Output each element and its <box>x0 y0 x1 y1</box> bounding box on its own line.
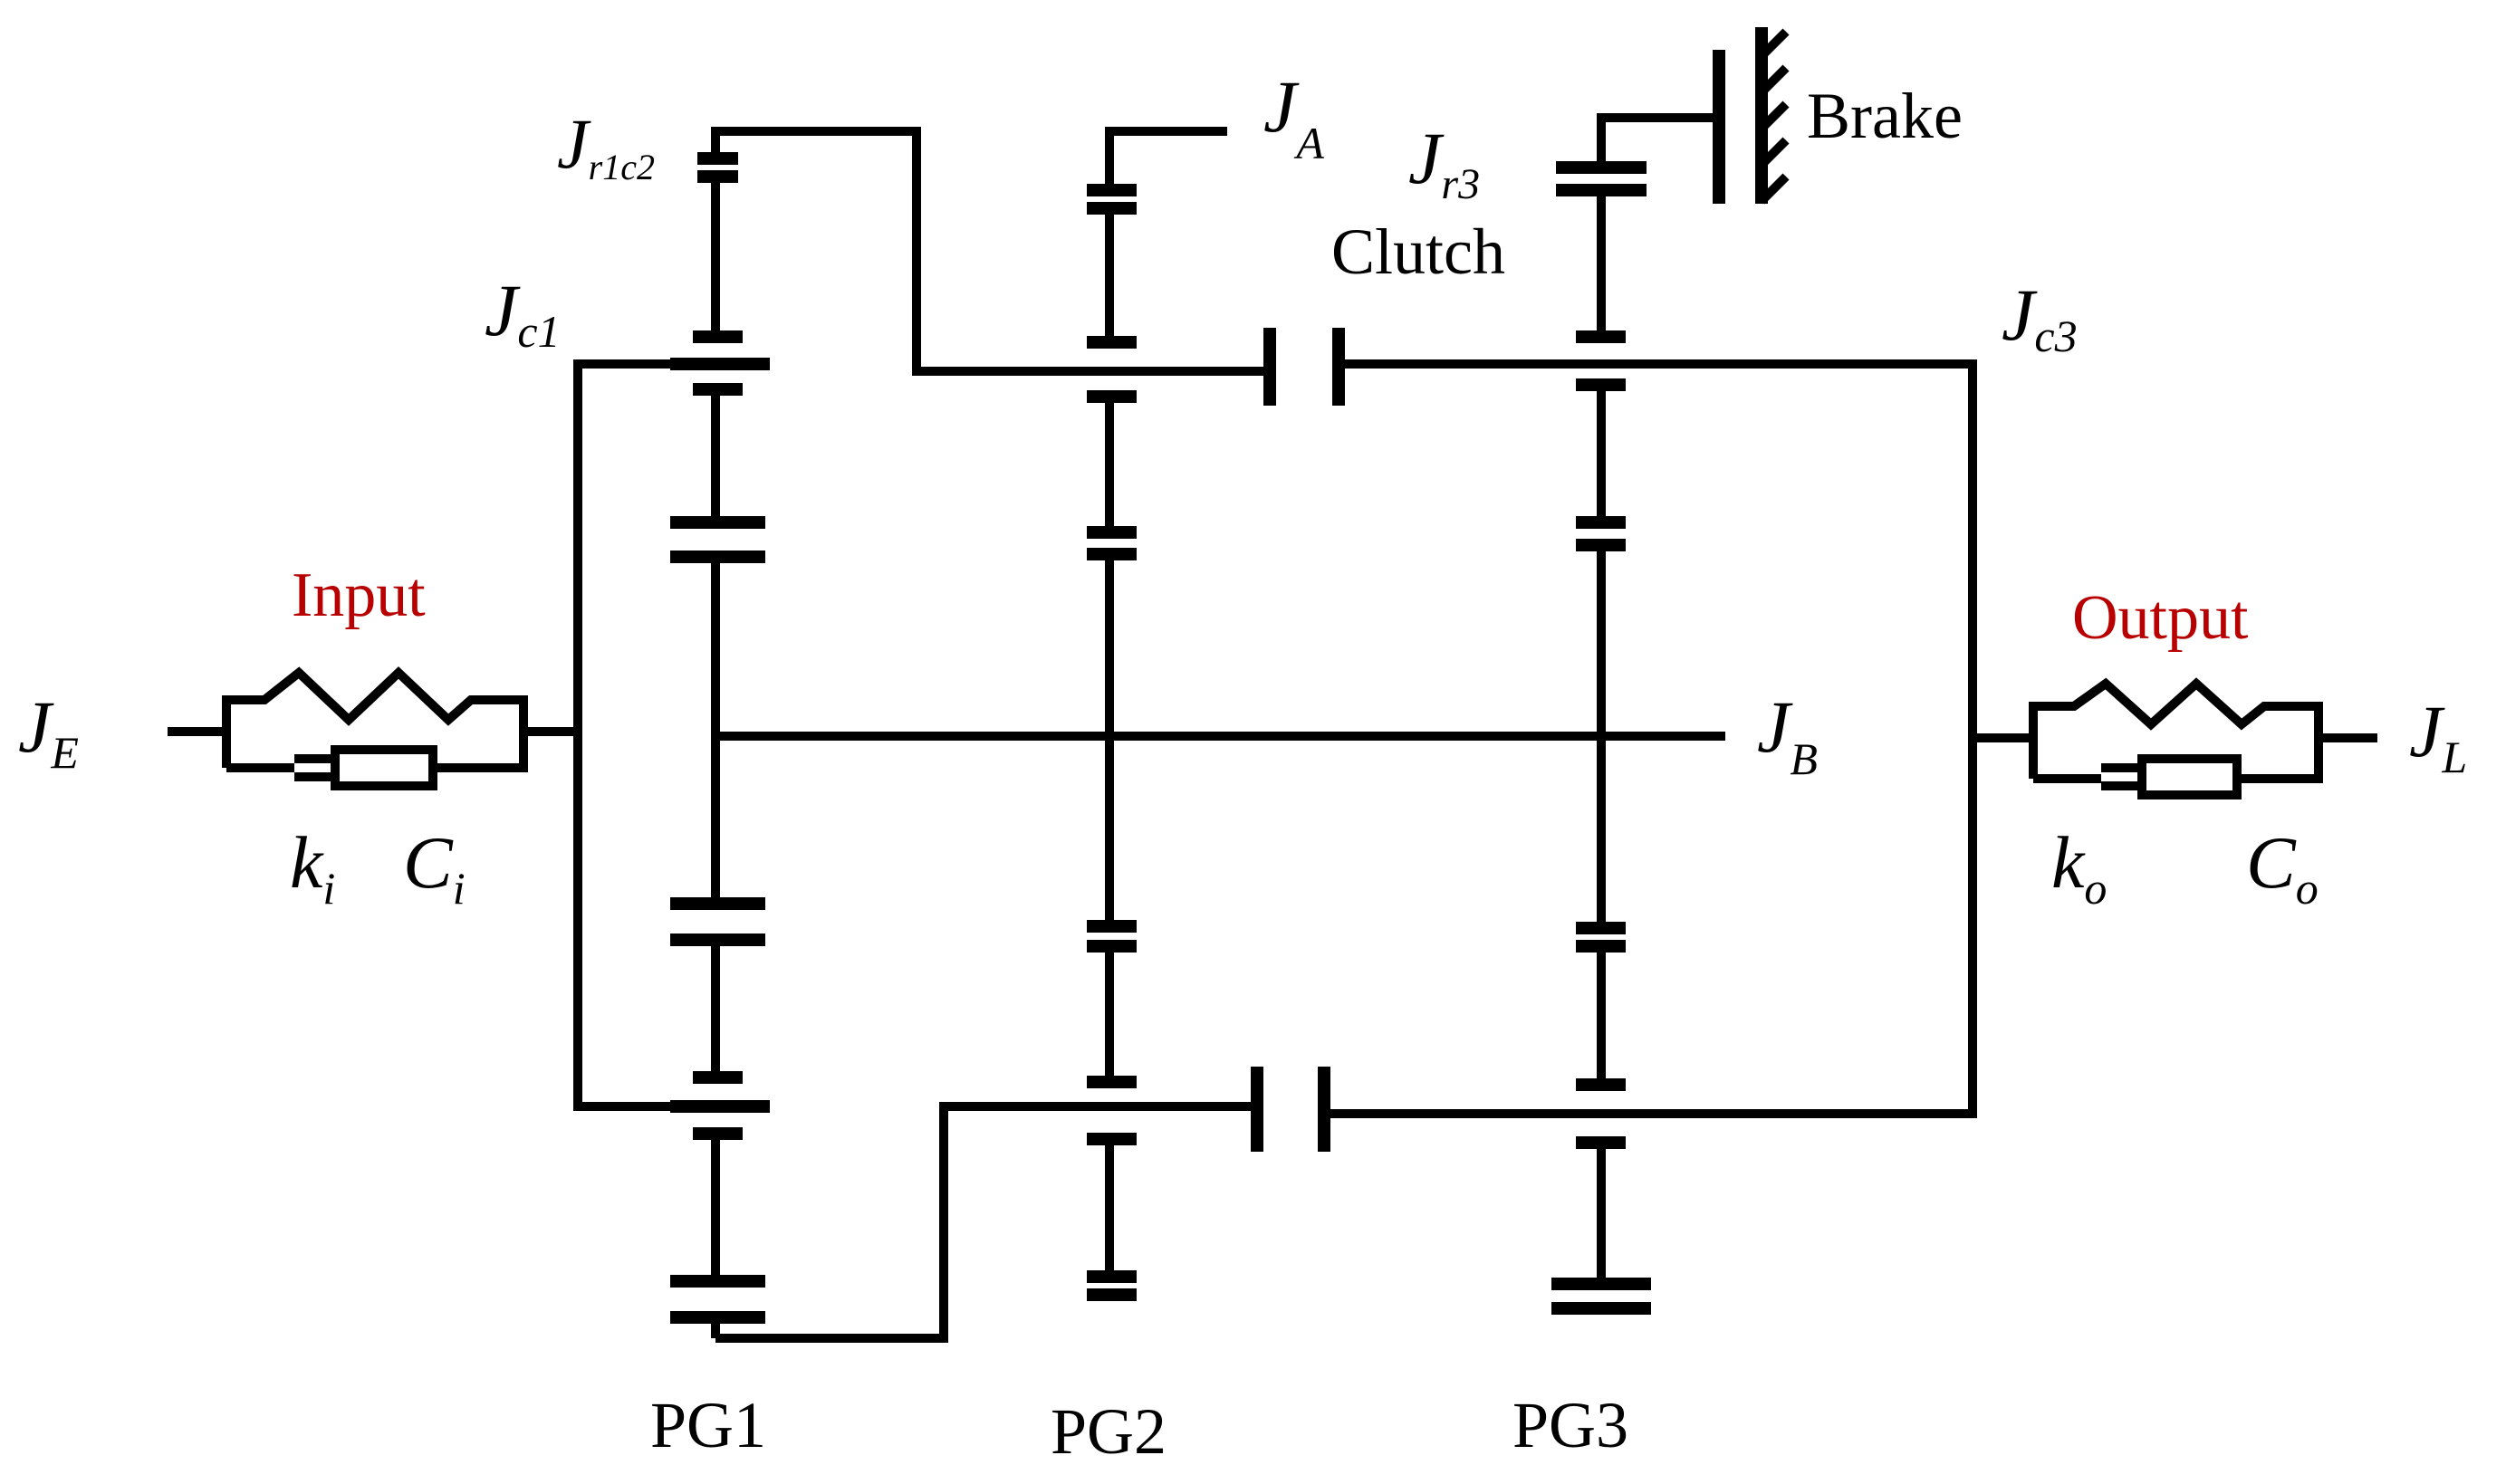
label-j-a: JA <box>1263 65 1324 168</box>
pg2-gear-set <box>1087 127 1227 1301</box>
label-output: Output <box>2072 583 2249 653</box>
label-j-c3: Jc3 <box>2002 273 2078 361</box>
carrier-3-frame <box>1339 359 1977 1118</box>
pg1-pg2-bottom-link <box>715 1102 1109 1343</box>
ring1-carrier2-link <box>711 127 1109 376</box>
label-c-o: Co <box>2246 821 2319 914</box>
output-spring-damper <box>1974 677 2377 799</box>
label-j-c1: Jc1 <box>485 269 561 357</box>
label-j-l: JL <box>2409 690 2467 782</box>
label-j-b: JB <box>1757 685 1818 784</box>
upper-clutch <box>1109 328 1345 406</box>
label-k-i: ki <box>290 821 335 914</box>
pg1-gear-set <box>670 152 770 1338</box>
input-spring-damper <box>168 666 578 790</box>
label-brake: Brake <box>1807 80 1963 152</box>
label-input: Input <box>292 560 426 630</box>
label-j-r1c2: Jr1c2 <box>557 104 655 187</box>
lower-clutch <box>1109 1067 1737 1152</box>
brake <box>1703 27 1790 205</box>
label-pg1: PG1 <box>650 1389 766 1461</box>
label-pg3: PG3 <box>1512 1389 1628 1461</box>
label-clutch: Clutch <box>1331 215 1505 288</box>
label-pg2: PG2 <box>1051 1395 1167 1468</box>
label-j-e: JE <box>18 685 79 778</box>
label-k-o: ko <box>2051 821 2107 914</box>
pg3-gear-set <box>1551 113 1703 1315</box>
label-j-r3: Jr3 <box>1408 117 1480 208</box>
carrier-1-frame <box>573 359 715 1111</box>
label-c-i: Ci <box>403 821 466 914</box>
